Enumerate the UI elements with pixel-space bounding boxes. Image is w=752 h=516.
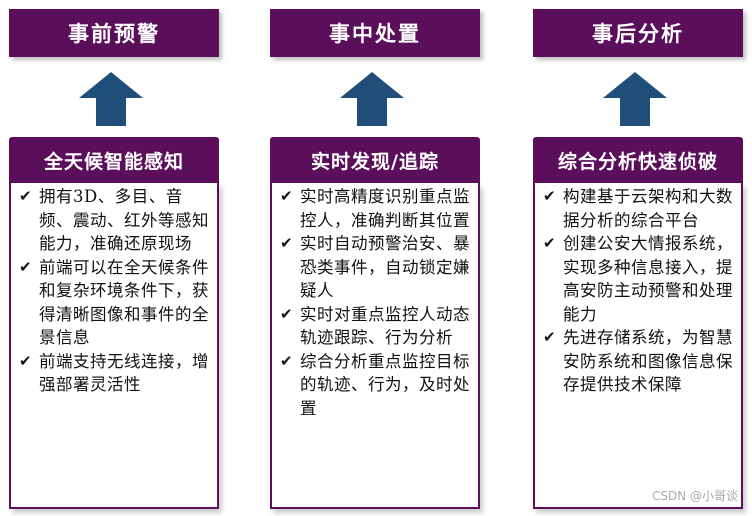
check-icon: ✔	[280, 304, 294, 323]
check-icon: ✔	[543, 328, 557, 346]
list-item: ✔ 综合分析重点监控目标的轨迹、行为，及时处置	[280, 351, 470, 418]
list-item: ✔ 实时自动预警治安、暴恐类事件，自动锁定嫌疑人	[280, 234, 470, 300]
check-icon: ✔	[19, 257, 33, 276]
list-item: ✔ 创建公安大情报系统，实现多种信息接入，提高安防主动预警和处理能力	[543, 234, 733, 324]
column-pre-warning: 事前预警 全天候智能感知 ✔ 拥有3D、多目、音频、震动、红外等感知能力，准确还…	[9, 0, 239, 516]
phase-title: 事后分析	[533, 9, 743, 57]
check-icon: ✔	[543, 234, 557, 252]
check-icon: ✔	[543, 187, 557, 205]
check-icon: ✔	[19, 187, 33, 205]
column-in-process: 事中处置 实时发现/追踪 ✔ 实时高精度识别重点监控人，准确判断其位置 ✔ 实时…	[270, 0, 500, 516]
phase-title: 事中处置	[270, 9, 480, 57]
list-item: ✔ 先进存储系统，为智慧安防系统和图像信息保存提供技术保障	[543, 328, 733, 394]
up-arrow-icon	[340, 72, 404, 126]
list-item: ✔ 拥有3D、多目、音频、震动、红外等感知能力，准确还原现场	[19, 187, 209, 253]
list-item: ✔ 前端可以在全天候条件和复杂环境条件下，获得清晰图像和事件的全景信息	[19, 257, 209, 348]
list-item: ✔ 实时高精度识别重点监控人，准确判断其位置	[280, 187, 470, 230]
list-item: ✔ 前端支持无线连接，增强部署灵活性	[19, 351, 209, 395]
list-item: ✔ 实时对重点监控人动态轨迹跟踪、行为分析	[280, 304, 470, 348]
capability-list: ✔ 构建基于云架构和大数据分析的综合平台 ✔ 创建公安大情报系统，实现多种信息接…	[533, 183, 743, 509]
capability-list: ✔ 拥有3D、多目、音频、震动、红外等感知能力，准确还原现场 ✔ 前端可以在全天…	[9, 183, 219, 509]
phase-title: 事前预警	[9, 9, 219, 57]
capability-list: ✔ 实时高精度识别重点监控人，准确判断其位置 ✔ 实时自动预警治安、暴恐类事件，…	[270, 183, 480, 509]
capability-title: 实时发现/追踪	[270, 137, 480, 183]
up-arrow-icon	[603, 72, 667, 126]
capability-title: 综合分析快速侦破	[533, 137, 743, 183]
column-post-analysis: 事后分析 综合分析快速侦破 ✔ 构建基于云架构和大数据分析的综合平台 ✔ 创建公…	[533, 0, 752, 516]
check-icon: ✔	[280, 351, 294, 370]
list-item: ✔ 构建基于云架构和大数据分析的综合平台	[543, 187, 733, 230]
up-arrow-icon	[79, 72, 143, 126]
check-icon: ✔	[280, 234, 294, 252]
capability-title: 全天候智能感知	[9, 137, 219, 183]
check-icon: ✔	[19, 351, 33, 370]
watermark: CSDN @小哥谈	[651, 489, 738, 503]
check-icon: ✔	[280, 187, 294, 205]
